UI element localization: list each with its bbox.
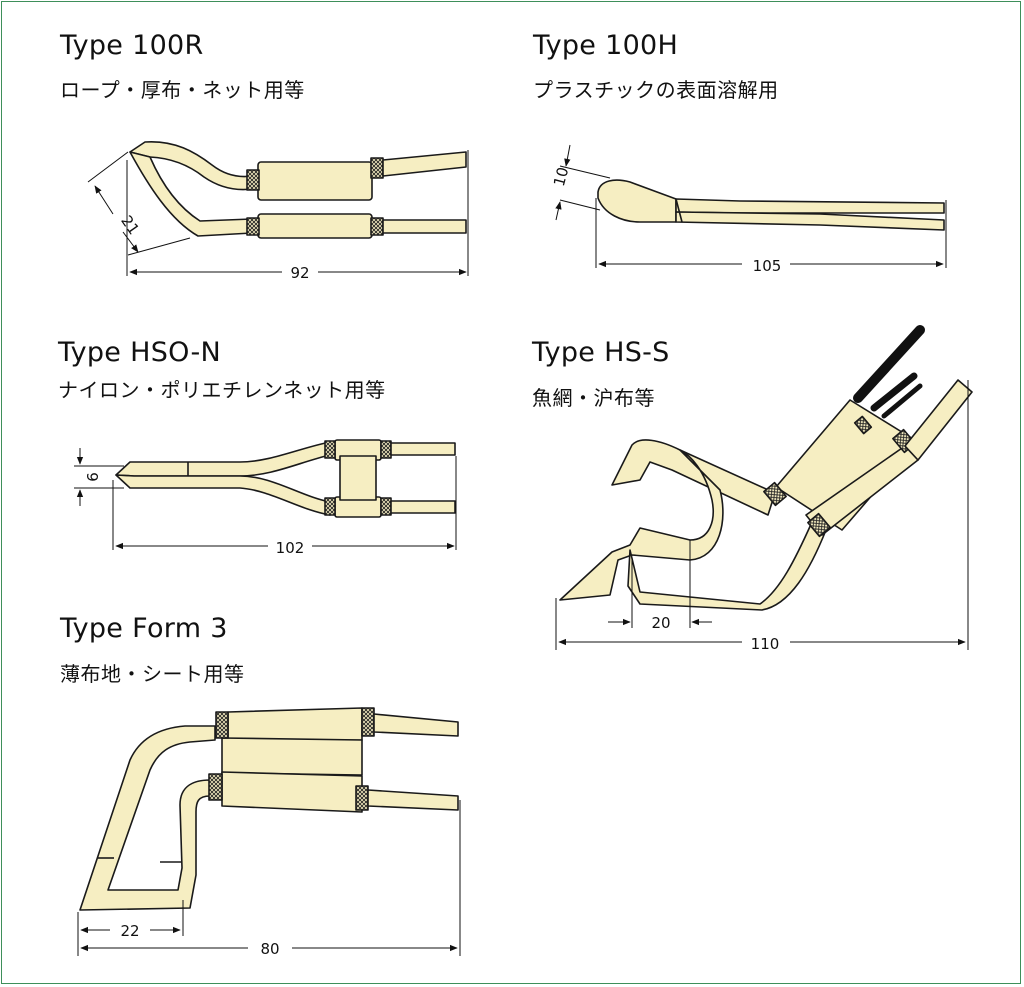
- dims-hso-n: [74, 448, 457, 550]
- dim-100h-length: 105: [753, 257, 782, 275]
- dims-100r: [87, 150, 469, 276]
- tool-100r: [129, 141, 467, 239]
- dim-hso-n-gap: 6: [84, 472, 102, 482]
- title-100h: Type 100H: [533, 30, 679, 61]
- hs-s-cables: [853, 325, 925, 419]
- subtitle-form3: 薄布地・シート用等: [60, 662, 245, 686]
- title-100r: Type 100R: [60, 30, 204, 61]
- title-hso-n: Type HSO-N: [58, 337, 221, 368]
- title-form3: Type Form 3: [60, 613, 228, 644]
- dim-100r-length: 92: [290, 264, 309, 282]
- tool-hs-s: [559, 379, 973, 611]
- subtitle-100r: ロープ・厚布・ネット用等: [60, 78, 305, 102]
- subtitle-hso-n: ナイロン・ポリエチレンネット用等: [58, 378, 386, 402]
- dim-form3-length: 80: [260, 940, 279, 958]
- dim-hs-s-gap: 20: [651, 614, 670, 632]
- dims-100h: [555, 144, 947, 268]
- subtitle-100h: プラスチックの表面溶解用: [533, 78, 779, 102]
- dim-100h-height: 10: [550, 165, 572, 188]
- subtitle-hs-s: 魚網・沪布等: [532, 386, 655, 410]
- title-hs-s: Type HS-S: [532, 337, 670, 368]
- dim-hso-n-length: 102: [276, 539, 305, 557]
- dim-form3-gap: 22: [120, 922, 139, 940]
- tool-form3: [79, 707, 459, 911]
- dims-hs-s: [555, 380, 969, 650]
- dim-hs-s-length: 110: [751, 635, 780, 653]
- tool-hso-n: [115, 439, 456, 518]
- dim-100r-width: 21: [117, 212, 143, 238]
- dims-form3: [77, 800, 461, 956]
- tool-100h: [597, 179, 945, 231]
